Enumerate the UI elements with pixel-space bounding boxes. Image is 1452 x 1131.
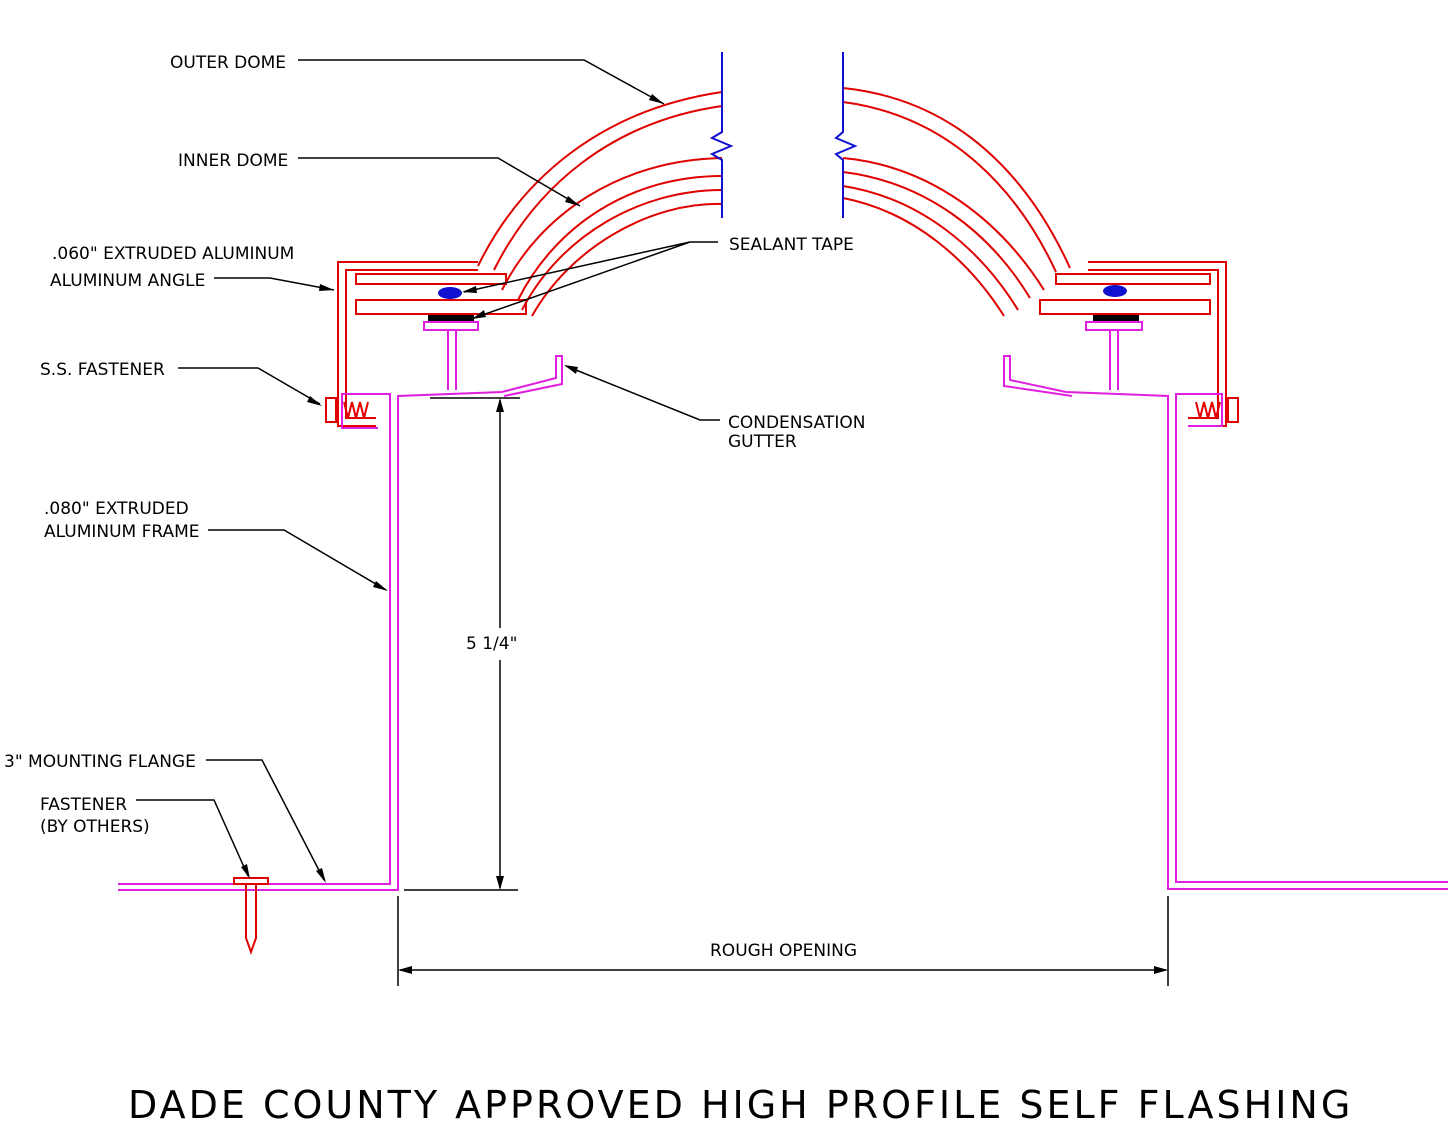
label-mounting-flange: 3" MOUNTING FLANGE — [4, 752, 196, 772]
label-extruded-aluminum-2: ALUMINUM ANGLE — [50, 271, 205, 291]
right-dome — [842, 87, 1071, 317]
drawing-title: DADE COUNTY APPROVED HIGH PROFILE SELF F… — [128, 1083, 1353, 1127]
label-condensation-2: GUTTER — [728, 432, 797, 452]
right-aluminum-angle — [1039, 261, 1239, 427]
label-condensation-1: CONDENSATION — [728, 413, 865, 433]
left-frame — [118, 321, 563, 891]
label-frame-2: ALUMINUM FRAME — [44, 522, 200, 542]
break-lines — [709, 52, 858, 218]
sealant-tape-right — [1093, 285, 1139, 322]
sealant-tape-left — [428, 287, 474, 322]
left-aluminum-angle — [325, 261, 527, 427]
rough-opening-label: ROUGH OPENING — [710, 941, 857, 961]
label-sealant-tape: SEALANT TAPE — [729, 235, 854, 255]
fastener-nail — [233, 877, 269, 955]
label-extruded-aluminum-1: .060" EXTRUDED ALUMINUM — [52, 244, 294, 264]
left-spring — [343, 401, 369, 419]
leaders — [136, 59, 720, 883]
label-outer-dome: OUTER DOME — [170, 53, 286, 73]
height-dimension — [404, 397, 520, 891]
label-ss-fastener: S.S. FASTENER — [40, 360, 165, 380]
label-fastener-1: FASTENER — [40, 795, 127, 815]
left-dome — [477, 91, 723, 317]
right-spring — [1195, 401, 1221, 419]
height-dimension-label: 5 1/4" — [466, 634, 517, 654]
right-frame — [1003, 321, 1448, 890]
label-inner-dome: INNER DOME — [178, 151, 288, 171]
label-frame-1: .080" EXTRUDED — [44, 499, 189, 519]
rough-opening-dimension — [397, 896, 1169, 986]
label-fastener-2: (BY OTHERS) — [40, 817, 150, 837]
